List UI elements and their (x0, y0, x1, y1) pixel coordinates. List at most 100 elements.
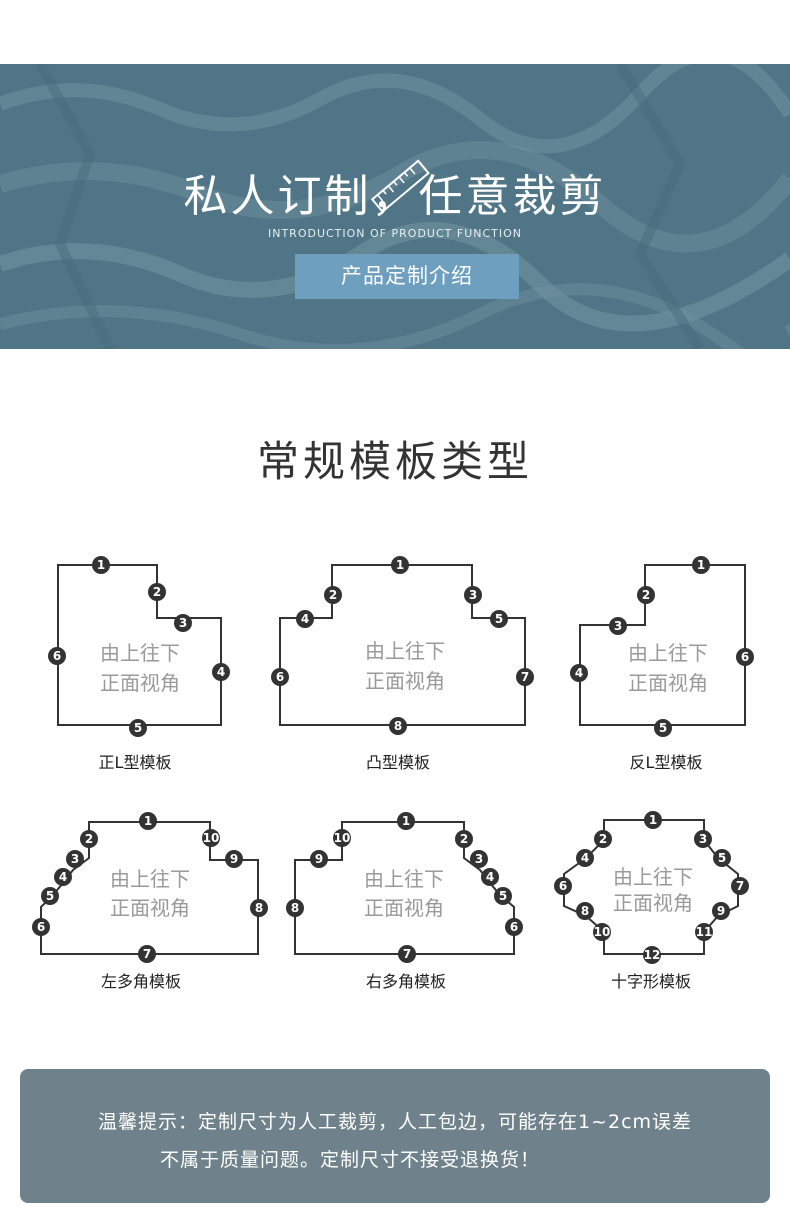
template-l-shape[interactable]: 由上往下 正面视角 1 2 3 4 5 6 正L型模板 (48, 556, 230, 772)
badge-5: 5 (654, 719, 672, 737)
badge-8: 8 (576, 902, 594, 920)
svg-text:1: 1 (97, 558, 105, 572)
svg-text:3: 3 (179, 616, 187, 630)
badge-10: 10 (593, 923, 611, 941)
badge-1: 1 (397, 812, 415, 830)
svg-text:2: 2 (460, 832, 468, 846)
badge-6: 6 (48, 647, 66, 665)
badge-6: 6 (554, 877, 572, 895)
badge-2: 2 (148, 583, 166, 601)
svg-text:5: 5 (134, 721, 142, 735)
notice-box: 温馨提示：定制尺寸为人工裁剪，人工包边，可能存在1~2cm误差 不属于质量问题。… (20, 1069, 770, 1203)
svg-text:2: 2 (329, 588, 337, 602)
svg-text:10: 10 (334, 831, 351, 845)
badge-7: 7 (398, 945, 416, 963)
svg-text:9: 9 (230, 852, 238, 866)
badge-10: 10 (333, 829, 351, 847)
template-cross-shape[interactable]: 由上往下 正面视角 1 2 3 4 5 6 7 8 9 10 11 12 十字形… (554, 811, 749, 991)
hero-banner (0, 64, 790, 349)
badge-5: 5 (494, 887, 512, 905)
svg-text:5: 5 (659, 721, 667, 735)
svg-text:3: 3 (699, 832, 707, 846)
badge-7: 7 (731, 877, 749, 895)
template-label: 反L型模板 (630, 753, 703, 772)
svg-text:8: 8 (581, 904, 589, 918)
svg-text:2: 2 (642, 588, 650, 602)
badge-2: 2 (455, 830, 473, 848)
badge-3: 3 (66, 850, 84, 868)
banner-subtitle: INTRODUCTION OF PRODUCT FUNCTION (267, 227, 522, 240)
svg-text:2: 2 (599, 832, 607, 846)
svg-text:4: 4 (575, 666, 583, 680)
template-view-line2: 正面视角 (365, 669, 445, 693)
svg-text:8: 8 (291, 901, 299, 915)
badge-2: 2 (80, 830, 98, 848)
template-view-line2: 正面视角 (628, 671, 708, 695)
badge-2: 2 (324, 586, 342, 604)
svg-text:6: 6 (559, 879, 567, 893)
template-view-line1: 由上往下 (100, 641, 180, 665)
badge-4: 4 (570, 664, 588, 682)
badge-8: 8 (250, 899, 268, 917)
svg-text:3: 3 (475, 852, 483, 866)
svg-text:9: 9 (717, 904, 725, 918)
svg-text:2: 2 (153, 585, 161, 599)
svg-text:4: 4 (301, 612, 309, 626)
badge-1: 1 (92, 556, 110, 574)
svg-text:11: 11 (696, 925, 713, 939)
badge-9: 9 (310, 850, 328, 868)
template-reverse-l-shape[interactable]: 由上往下 正面视角 1 2 3 4 5 6 反L型模板 (570, 556, 754, 772)
badge-5: 5 (129, 719, 147, 737)
svg-text:1: 1 (402, 814, 410, 828)
svg-text:5: 5 (718, 851, 726, 865)
badge-7: 7 (138, 945, 156, 963)
svg-text:5: 5 (495, 612, 503, 626)
badge-4: 4 (576, 849, 594, 867)
template-view-line2: 正面视角 (100, 671, 180, 695)
svg-text:2: 2 (85, 832, 93, 846)
svg-text:1: 1 (144, 814, 152, 828)
template-convex-shape[interactable]: 由上往下 正面视角 1 2 3 4 5 6 7 8 凸型模板 (271, 556, 534, 772)
template-view-line1: 由上往下 (110, 867, 190, 891)
template-view-line1: 由上往下 (613, 865, 693, 889)
svg-text:1: 1 (396, 558, 404, 572)
template-right-multi-angle[interactable]: 由上往下 正面视角 1 2 3 4 5 6 7 8 9 10 右多角模板 (286, 812, 523, 991)
template-left-multi-angle[interactable]: 由上往下 正面视角 1 2 3 4 5 6 7 8 9 10 左多角模板 (32, 812, 268, 991)
template-view-line2: 正面视角 (110, 896, 190, 920)
badge-6: 6 (736, 648, 754, 666)
badge-3: 3 (470, 850, 488, 868)
svg-text:1: 1 (649, 813, 657, 827)
svg-text:4: 4 (59, 870, 67, 884)
template-label: 右多角模板 (366, 972, 446, 991)
template-view-line1: 由上往下 (365, 639, 445, 663)
svg-text:6: 6 (37, 920, 45, 934)
badge-1: 1 (692, 556, 710, 574)
badge-6: 6 (32, 918, 50, 936)
badge-3: 3 (694, 830, 712, 848)
badge-9: 9 (712, 902, 730, 920)
svg-text:8: 8 (394, 719, 402, 733)
svg-text:3: 3 (469, 588, 477, 602)
badge-5: 5 (41, 887, 59, 905)
badge-11: 11 (695, 923, 713, 941)
svg-text:5: 5 (46, 889, 54, 903)
banner-texture (0, 64, 790, 349)
template-label: 正L型模板 (99, 753, 172, 772)
template-view-line2: 正面视角 (613, 891, 693, 915)
badge-5: 5 (490, 610, 508, 628)
section-title: 常规模板类型 (256, 437, 533, 486)
template-label: 左多角模板 (101, 972, 181, 991)
badge-6: 6 (271, 668, 289, 686)
svg-text:6: 6 (510, 920, 518, 934)
svg-text:3: 3 (71, 852, 79, 866)
svg-text:4: 4 (581, 851, 589, 865)
badge-9: 9 (225, 850, 243, 868)
svg-text:7: 7 (736, 879, 744, 893)
ruler-icon (370, 159, 430, 214)
badge-8: 8 (389, 717, 407, 735)
banner-title: 私人订制，任意裁剪 (183, 171, 607, 222)
product-customization-button[interactable]: 产品定制介绍 (295, 254, 519, 299)
template-view-line1: 由上往下 (628, 641, 708, 665)
svg-text:4: 4 (486, 870, 494, 884)
svg-text:7: 7 (403, 947, 411, 961)
